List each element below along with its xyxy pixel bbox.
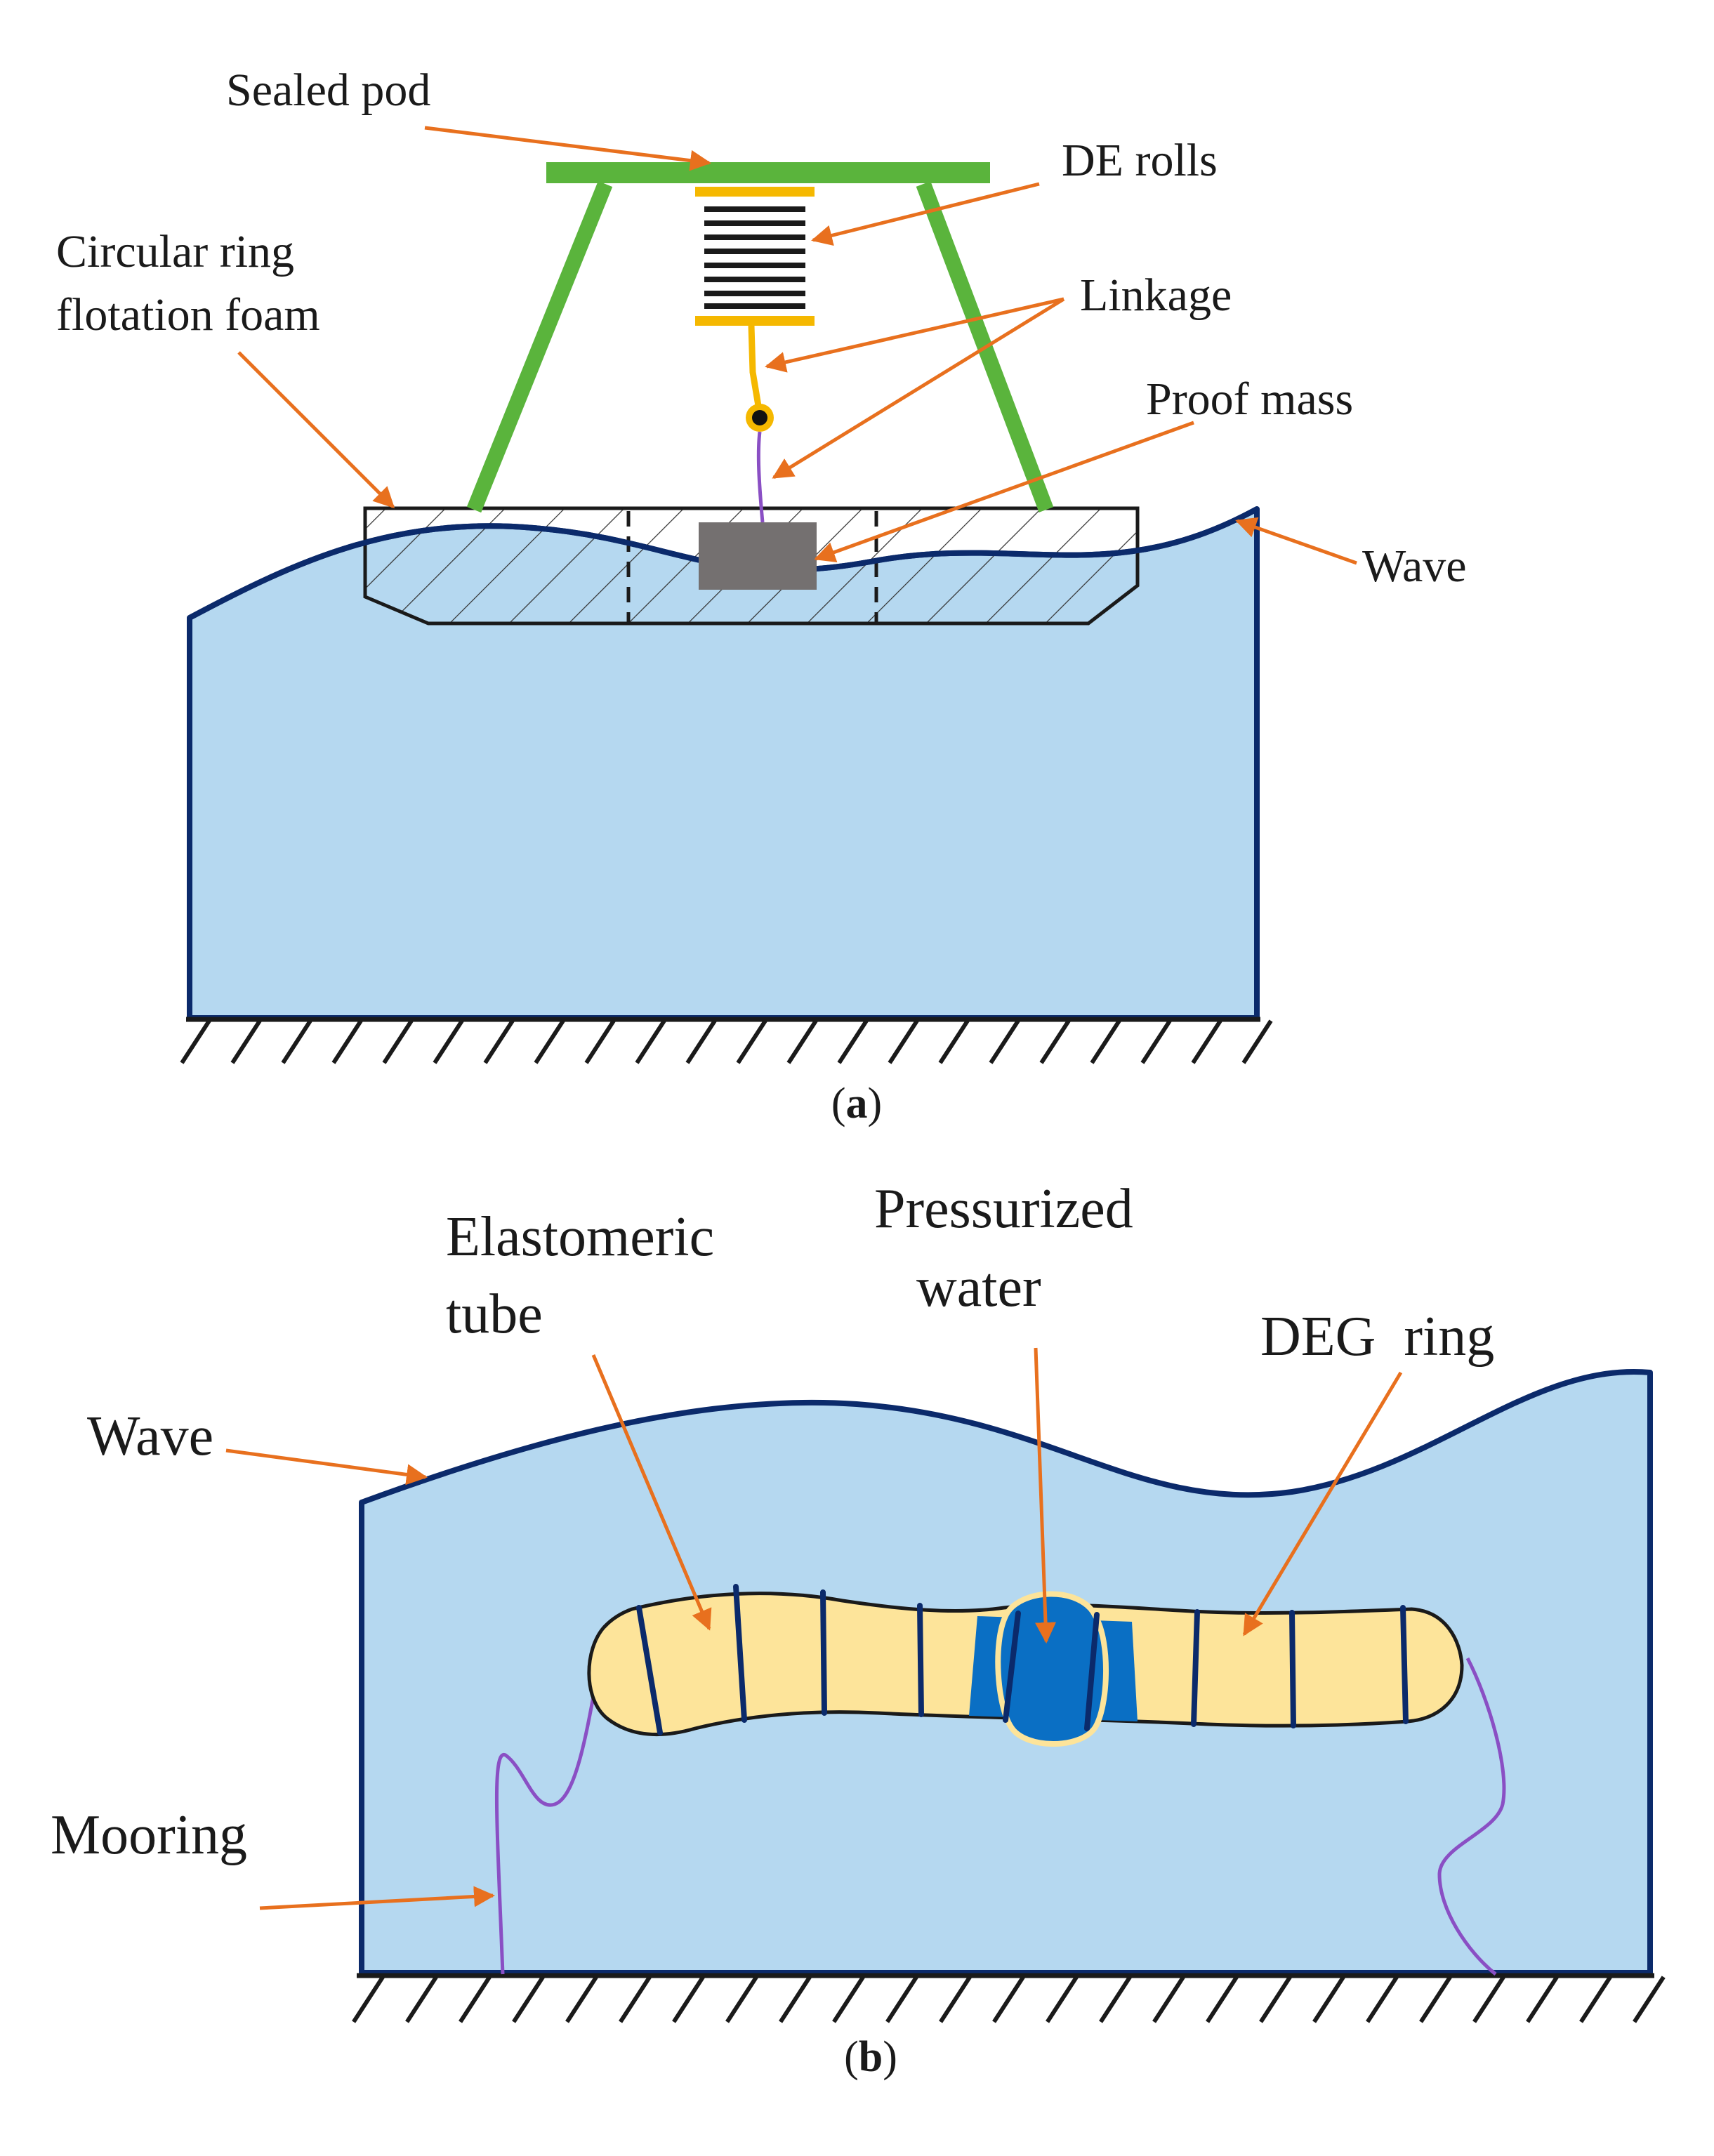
- ground-hatch-tick: [1099, 1976, 1132, 2023]
- panel-a: Sealed pod DE rolls Circular ring flotat…: [56, 65, 1467, 1127]
- label-wave-a: Wave: [1362, 541, 1467, 592]
- ground-hatch-tick: [939, 1976, 972, 2023]
- ground-hatch-tick: [1241, 1019, 1273, 1064]
- label-elastomeric-line2: tube: [446, 1283, 543, 1345]
- ground-hatch-tick: [992, 1976, 1025, 2023]
- ground-hatch-tick: [1039, 1019, 1071, 1064]
- label-pressurized-line1: Pressurized: [874, 1178, 1133, 1240]
- de-rolls: [695, 187, 815, 326]
- ground-hatch-tick: [1312, 1976, 1345, 2023]
- ground-hatch-tick: [1090, 1019, 1121, 1064]
- ground-hatch-tick: [786, 1019, 818, 1064]
- label-deg-ring: DEG ring: [1260, 1306, 1494, 1368]
- ground-hatch-tick: [331, 1019, 363, 1064]
- ground-hatch-tick: [885, 1976, 918, 2023]
- ground-hatch-tick: [433, 1019, 464, 1064]
- label-pressurized-line2: water: [916, 1257, 1041, 1318]
- ground-hatch-tick: [888, 1019, 919, 1064]
- ground-hatch-tick: [1526, 1976, 1559, 2023]
- proof-mass: [699, 522, 817, 590]
- label-wave-b: Wave: [87, 1406, 213, 1467]
- ground-hatch-tick: [635, 1019, 666, 1064]
- ground-hatch-tick: [1579, 1976, 1612, 2023]
- ground-hatch-tick: [989, 1019, 1020, 1064]
- ground-hatch-tick: [230, 1019, 262, 1064]
- ground-hatch-tick: [1191, 1019, 1222, 1064]
- ground-hatch-tick: [483, 1019, 515, 1064]
- label-sealed-pod: Sealed pod: [226, 65, 430, 116]
- deg-rings: [636, 1584, 1409, 1735]
- panel-b: Elastomeric tube Pressurized water DEG r…: [51, 1178, 1666, 2081]
- ground-hatch-tick: [584, 1019, 616, 1064]
- label-mooring: Mooring: [51, 1804, 247, 1866]
- ground-hatch-tick: [459, 1976, 492, 2023]
- ground-hatch-tick: [938, 1019, 970, 1064]
- caption-a: (a): [831, 1080, 882, 1127]
- label-circular-ring-line1: Circular ring: [56, 226, 294, 277]
- ground-hatch-tick: [405, 1976, 438, 2023]
- ground-hatch-tick: [832, 1976, 865, 2023]
- ground-hatch-tick: [837, 1019, 869, 1064]
- linkage: [746, 325, 774, 523]
- ground-hatch-tick: [685, 1019, 717, 1064]
- ground-a: [180, 1017, 1273, 1064]
- ground-hatch-tick: [1419, 1976, 1452, 2023]
- ground-hatch-tick: [1472, 1976, 1505, 2023]
- ground-hatch-tick: [779, 1976, 812, 2023]
- ground-hatch-tick: [180, 1019, 211, 1064]
- caption-b: (b): [844, 2033, 897, 2081]
- ground-hatch-tick: [1152, 1976, 1185, 2023]
- ground-hatch-tick: [512, 1976, 545, 2023]
- ground-hatch-tick: [736, 1019, 767, 1064]
- ground-hatch-tick: [1140, 1019, 1172, 1064]
- callout-arrows-a: [237, 126, 1357, 565]
- label-proof-mass: Proof mass: [1146, 373, 1353, 425]
- mooring-lines: [494, 1657, 1506, 1976]
- ground-hatch-tick: [565, 1976, 598, 2023]
- ground-hatch-tick: [534, 1019, 565, 1064]
- ground-b: [352, 1973, 1666, 2023]
- label-linkage: Linkage: [1080, 270, 1232, 321]
- ground-hatch-tick: [281, 1019, 312, 1064]
- ground-hatch-tick: [382, 1019, 414, 1064]
- ground-hatch-tick: [1366, 1976, 1399, 2023]
- ground-hatch-tick: [1633, 1976, 1666, 2023]
- ground-hatch-tick: [619, 1976, 652, 2023]
- callout-arrows-b: [225, 1347, 1403, 1910]
- label-elastomeric-line1: Elastomeric: [446, 1206, 714, 1268]
- ground-hatch-tick: [672, 1976, 705, 2023]
- ground-hatch-tick: [352, 1976, 385, 2023]
- elastomeric-tube: [587, 1584, 1464, 1747]
- ground-hatch-tick: [1259, 1976, 1292, 2023]
- ground-hatch-tick: [1206, 1976, 1239, 2023]
- label-circular-ring-line2: flotation foam: [56, 289, 320, 340]
- ground-hatch-tick: [725, 1976, 758, 2023]
- ground-hatch-tick: [1046, 1976, 1079, 2023]
- label-de-rolls: DE rolls: [1062, 135, 1218, 186]
